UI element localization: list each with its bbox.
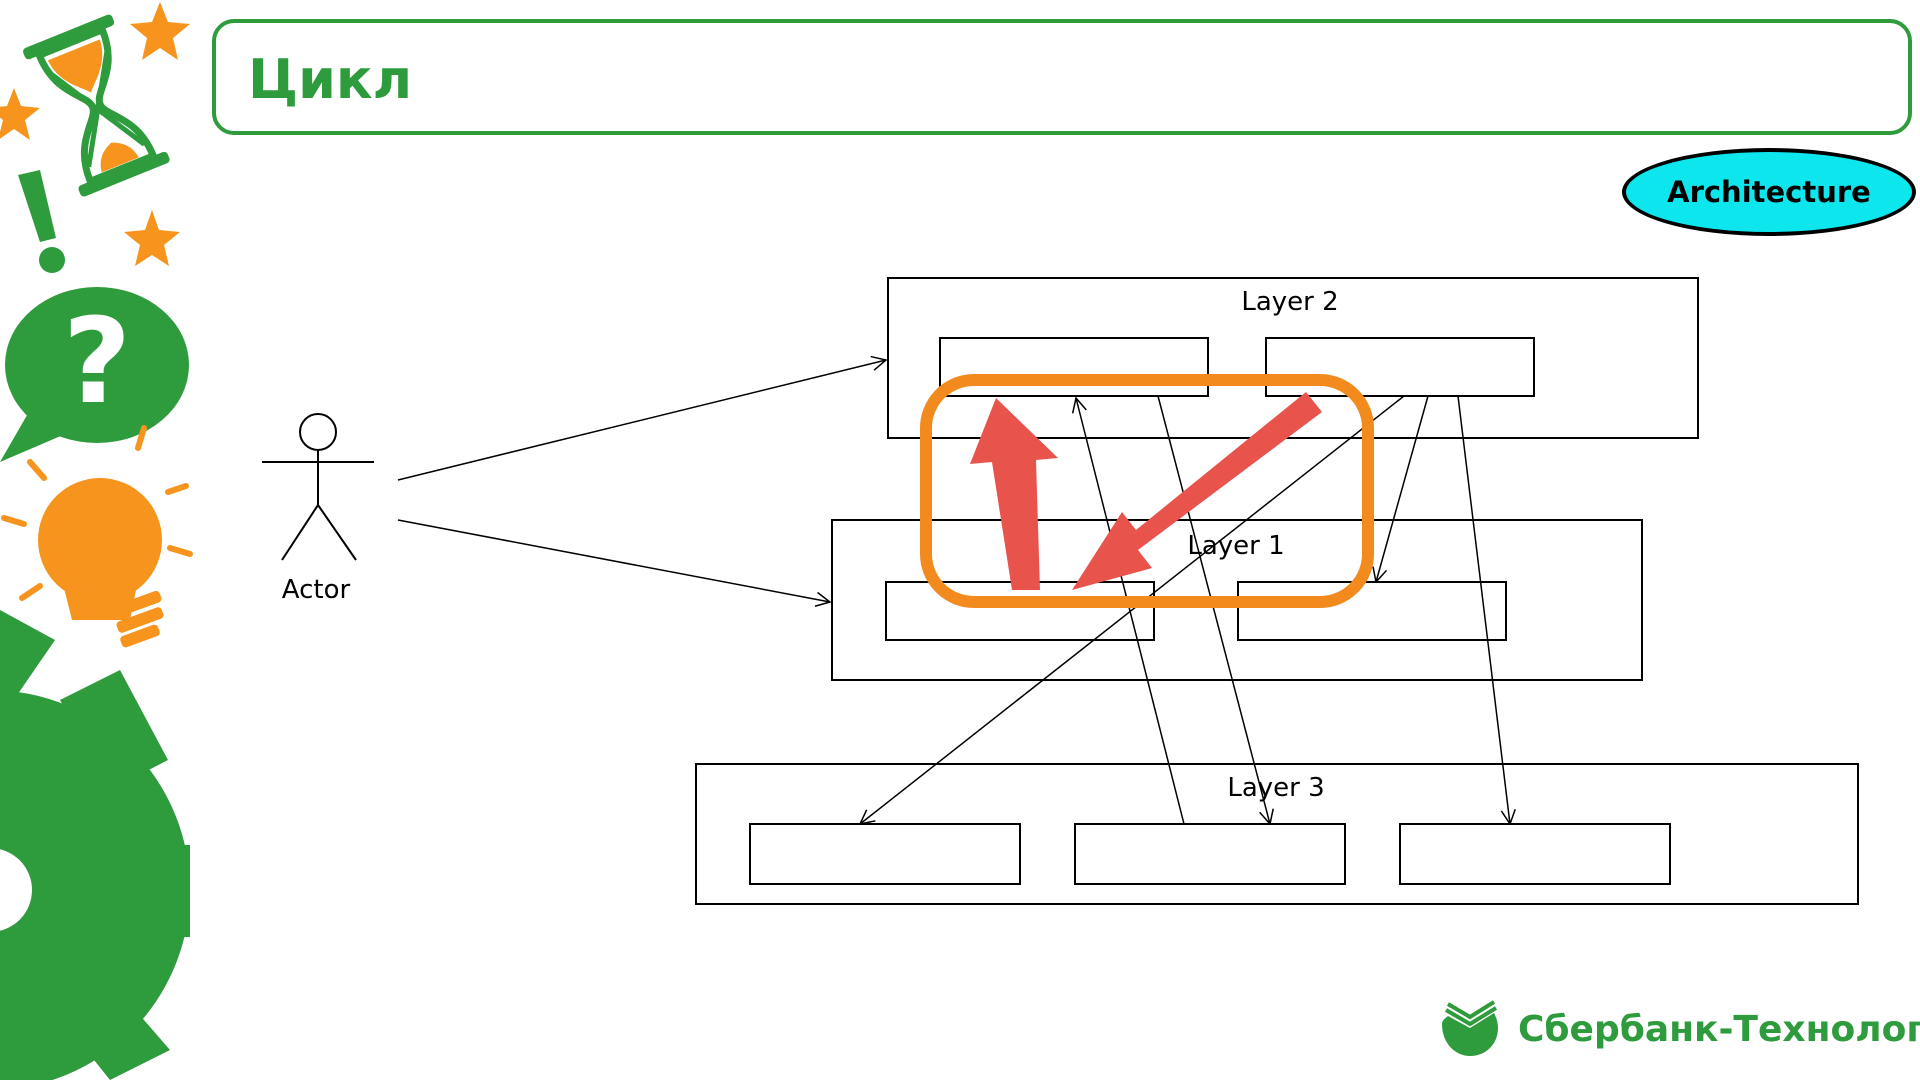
- layer-2-to-layer-3-arrow-c: [1457, 395, 1510, 824]
- layer-2-to-layer-3-arrow-b: [860, 395, 1405, 824]
- layer-2-component-1: [939, 337, 1209, 397]
- cycle-red-arrows: [970, 392, 1322, 590]
- layer-2-component-2: [1265, 337, 1535, 397]
- layer-3-component-3: [1399, 823, 1671, 885]
- actor-to-layer-1-arrow: [397, 519, 830, 602]
- actor-figure: [262, 413, 374, 561]
- layer-3-label: Layer 3: [1227, 773, 1324, 803]
- architecture-badge-label: Architecture: [1667, 175, 1871, 209]
- layer-3-component-2: [1074, 823, 1346, 885]
- brand-logo: Сбербанк-Технологии: [1438, 1000, 1920, 1058]
- question-bubble-icon: ?: [0, 287, 189, 462]
- sberbank-logo-icon: [1442, 1000, 1498, 1056]
- red-arrow-down-left: [1072, 392, 1322, 590]
- layer-1-component-1: [885, 581, 1155, 641]
- star-icon: [124, 210, 180, 266]
- layer-2-label: Layer 2: [1241, 287, 1338, 317]
- gear-icon: [0, 610, 190, 1080]
- layer-3-component-1: [749, 823, 1021, 885]
- red-arrow-up: [970, 398, 1058, 590]
- hourglass-icon: [23, 14, 170, 197]
- decor-illustration: ?: [0, 2, 193, 1080]
- svg-text:?: ?: [63, 292, 131, 430]
- cycle-highlight-box: [920, 374, 1374, 608]
- architecture-badge: Architecture: [1622, 148, 1916, 236]
- actor-to-layer-2-arrow: [397, 360, 886, 481]
- page-title: Цикл: [248, 48, 413, 111]
- layer-1-label: Layer 1: [1187, 531, 1284, 561]
- layer-3-box: [695, 763, 1859, 905]
- exclamation-icon: [18, 170, 65, 273]
- star-icon: [0, 88, 40, 140]
- brand-name: Сбербанк-Технологии: [1518, 1008, 1920, 1050]
- layer-1-component-2: [1237, 581, 1507, 641]
- layer-2-to-layer-1-arrow: [1376, 395, 1429, 582]
- star-icon: [130, 2, 190, 60]
- actor-label: Actor: [282, 575, 351, 605]
- layer-2-to-layer-3-arrow-a: [1157, 395, 1270, 824]
- title-frame: [212, 19, 1912, 135]
- lightbulb-icon: [1, 425, 193, 648]
